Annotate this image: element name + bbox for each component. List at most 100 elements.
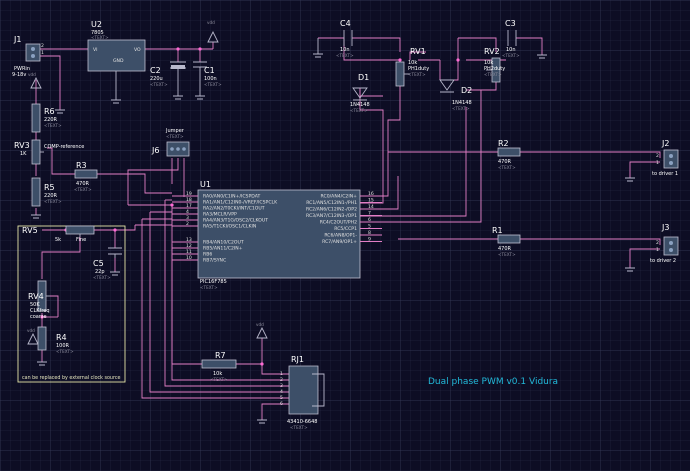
svg-text:<TEXT>: <TEXT> bbox=[498, 165, 516, 170]
u1-pin-name: RB6 bbox=[203, 252, 212, 258]
svg-text:10n: 10n bbox=[340, 47, 350, 53]
svg-text:220R: 220R bbox=[44, 117, 58, 123]
u1-pin-name: RB7/SYNC bbox=[203, 258, 226, 264]
svg-text:J3: J3 bbox=[661, 223, 669, 232]
vdd-symbol-r4: vdd bbox=[27, 328, 39, 345]
u1-pin-name: RA1/AN1/C12IN0-/VREF/ICSPCLK bbox=[203, 200, 278, 206]
component-R2[interactable]: R2 470R <TEXT> bbox=[497, 139, 521, 170]
sheet-title: Dual phase PWM v0.1 Vidura bbox=[428, 377, 558, 387]
svg-text:C2: C2 bbox=[150, 66, 161, 75]
svg-text:PH2duty: PH2duty bbox=[484, 66, 505, 72]
svg-text:R4: R4 bbox=[56, 333, 67, 342]
svg-text:1: 1 bbox=[41, 50, 44, 56]
u1-pin-name: RC6/AN8/OP1- bbox=[324, 233, 357, 239]
component-J3[interactable]: J3 2 1 to driver 2 bbox=[650, 223, 679, 264]
component-J1[interactable]: J1 2 1 PWRin 9-18v bbox=[12, 35, 44, 78]
component-RV2[interactable]: RV2 10k PH2duty <TEXT> bbox=[484, 47, 505, 83]
svg-text:RV2: RV2 bbox=[484, 47, 500, 56]
component-R6[interactable]: R6 220R <TEXT> bbox=[31, 103, 62, 133]
component-C1[interactable]: C1 100n <TEXT> bbox=[193, 61, 222, 96]
svg-text:<TEXT>: <TEXT> bbox=[498, 252, 516, 257]
u1-pin-number: 10 bbox=[186, 255, 192, 261]
svg-text:PH1duty: PH1duty bbox=[408, 66, 429, 72]
svg-text:1: 1 bbox=[280, 371, 283, 377]
u1-pin-number: 12 bbox=[186, 243, 192, 249]
component-D2[interactable]: D2 1N4148 <TEXT> bbox=[439, 79, 472, 111]
svg-text:R7: R7 bbox=[215, 351, 226, 360]
u1-pin-name: RC4/C2OUT/PH2 bbox=[320, 220, 357, 226]
u1-pin-number: 6 bbox=[368, 217, 371, 223]
component-R3[interactable]: R3 470R <TEXT> bbox=[74, 161, 98, 192]
svg-text:<TEXT>: <TEXT> bbox=[74, 187, 92, 192]
u1-pin-number: 16 bbox=[368, 191, 374, 197]
svg-text:<TEXT>: <TEXT> bbox=[93, 275, 111, 280]
svg-text:Jumper: Jumper bbox=[165, 128, 185, 134]
svg-text:vdd: vdd bbox=[27, 328, 35, 333]
svg-text:<TEXT>: <TEXT> bbox=[56, 349, 74, 354]
u1-pin-number: 17 bbox=[186, 203, 192, 209]
component-C5[interactable]: C5 22p <TEXT> bbox=[93, 247, 122, 280]
component-R1[interactable]: R1 470R <TEXT> bbox=[492, 226, 521, 257]
u1-pin-name: RC5/CCP1 bbox=[334, 226, 357, 232]
u1-pin-number: 18 bbox=[186, 197, 192, 203]
component-RV5[interactable]: RV5 5k Fine bbox=[22, 225, 95, 243]
svg-text:<TEXT>: <TEXT> bbox=[166, 134, 184, 139]
svg-text:1: 1 bbox=[656, 160, 659, 166]
clock-note: can be replaced by external clock source bbox=[22, 375, 120, 381]
svg-text:1N4148: 1N4148 bbox=[452, 100, 472, 106]
svg-text:PIC16F785: PIC16F785 bbox=[200, 279, 227, 285]
svg-text:GND: GND bbox=[113, 58, 124, 64]
svg-text:RV5: RV5 bbox=[22, 226, 38, 235]
u1-pin-name: RC3/AN7/C12IN3-/OP1 bbox=[306, 213, 357, 219]
svg-text:5: 5 bbox=[280, 395, 283, 401]
vdd-symbol-r6: vdd bbox=[28, 72, 42, 89]
svg-text:RJ1: RJ1 bbox=[291, 355, 304, 364]
svg-text:50K: 50K bbox=[30, 302, 40, 308]
svg-text:1: 1 bbox=[656, 247, 659, 253]
svg-text:CLKfreq: CLKfreq bbox=[30, 308, 50, 314]
svg-text:<TEXT>: <TEXT> bbox=[336, 53, 354, 58]
svg-text:R6: R6 bbox=[44, 107, 55, 116]
svg-text:<TEXT>: <TEXT> bbox=[44, 123, 62, 128]
svg-text:<TEXT>: <TEXT> bbox=[502, 53, 520, 58]
u1-pin-number: 7 bbox=[368, 211, 371, 217]
svg-text:R3: R3 bbox=[76, 161, 87, 170]
component-U2[interactable]: U2 7805 <TEXT> VI VO GND bbox=[87, 20, 146, 100]
svg-text:C3: C3 bbox=[505, 19, 516, 28]
svg-text:4: 4 bbox=[280, 389, 283, 395]
svg-text:43410-6648: 43410-6648 bbox=[287, 419, 317, 425]
component-RJ1[interactable]: RJ1 1 2 3 4 5 6 43410-6648 <TEXT> bbox=[280, 355, 325, 430]
u1-pin-name: RB4/AN10/C2OUT bbox=[203, 240, 244, 246]
svg-text:<TEXT>: <TEXT> bbox=[290, 425, 308, 430]
svg-text:J2: J2 bbox=[661, 139, 669, 148]
svg-text:5k: 5k bbox=[55, 237, 61, 243]
component-RV3[interactable]: RV3 1K COMP-reference bbox=[14, 139, 84, 165]
component-C2[interactable]: C2 220u <TEXT> bbox=[150, 61, 186, 96]
component-RV1[interactable]: RV1 10k PH1duty <TEXT> bbox=[395, 47, 429, 87]
component-C3[interactable]: C3 10n <TEXT> bbox=[502, 19, 520, 58]
svg-text:220R: 220R bbox=[44, 193, 58, 199]
svg-text:10n: 10n bbox=[506, 47, 516, 53]
component-R4[interactable]: R4 100R <TEXT> bbox=[37, 326, 74, 354]
component-D1[interactable]: D1 1N4148 <TEXT> bbox=[350, 73, 370, 113]
component-R5[interactable]: R5 220R <TEXT> bbox=[31, 177, 62, 207]
svg-text:<TEXT>: <TEXT> bbox=[350, 108, 368, 113]
u1-pin-number: 5 bbox=[368, 224, 371, 230]
component-C4[interactable]: C4 10n <TEXT> bbox=[336, 19, 354, 58]
component-J2[interactable]: J2 2 1 to driver 1 bbox=[652, 139, 679, 177]
component-RV4[interactable]: RV4 50K CLKfreq coarse bbox=[28, 280, 50, 320]
svg-text:VO: VO bbox=[134, 47, 141, 53]
svg-text:J6: J6 bbox=[151, 146, 159, 155]
svg-text:10k: 10k bbox=[484, 60, 493, 66]
u1-pin-name: RA5/T1CKI/OSC1/CLKIN bbox=[203, 224, 256, 230]
vdd-symbol-r7: vdd bbox=[256, 322, 268, 339]
component-R7[interactable]: R7 10k <TEXT> bbox=[201, 351, 237, 382]
svg-text:100R: 100R bbox=[56, 343, 70, 349]
svg-text:R2: R2 bbox=[498, 139, 509, 148]
u1-pin-name: RA2/AN2/T0CKI/INT/C1OUT bbox=[203, 206, 265, 212]
svg-text:<TEXT>: <TEXT> bbox=[91, 35, 109, 40]
component-J6[interactable]: J6 Jumper <TEXT> bbox=[151, 128, 190, 157]
